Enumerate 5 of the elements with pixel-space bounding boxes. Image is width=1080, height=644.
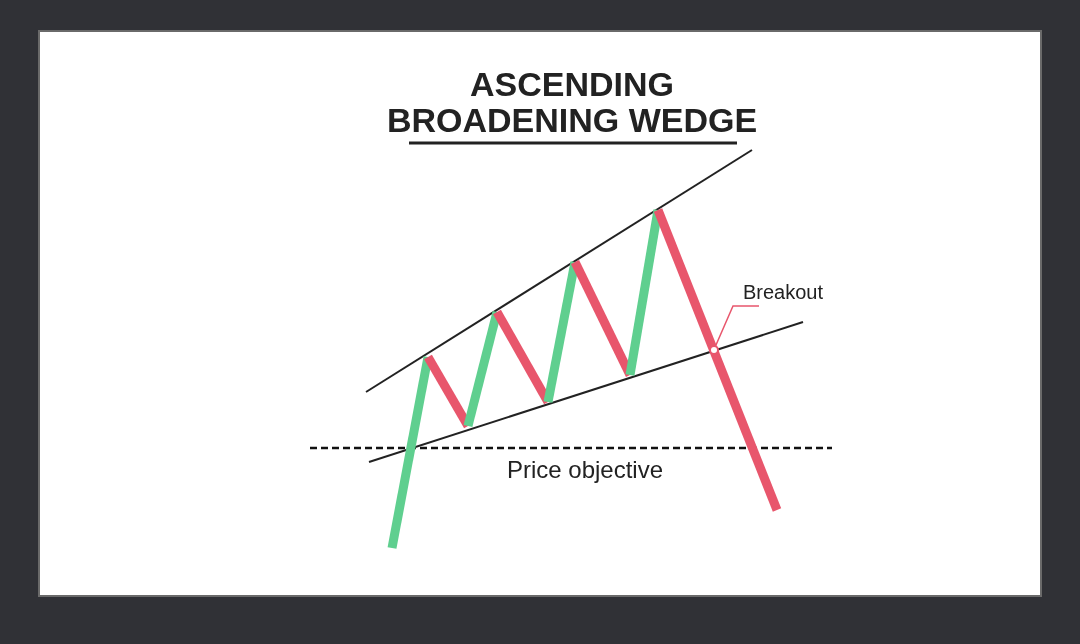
- leader-line: [715, 305, 760, 346]
- title: ASCENDING BROADENING WEDGE: [385, 66, 759, 141]
- chart-label: Price objective: [505, 456, 665, 484]
- callout-text: Breakout: [743, 280, 824, 304]
- breakout-point-marker: [709, 345, 719, 355]
